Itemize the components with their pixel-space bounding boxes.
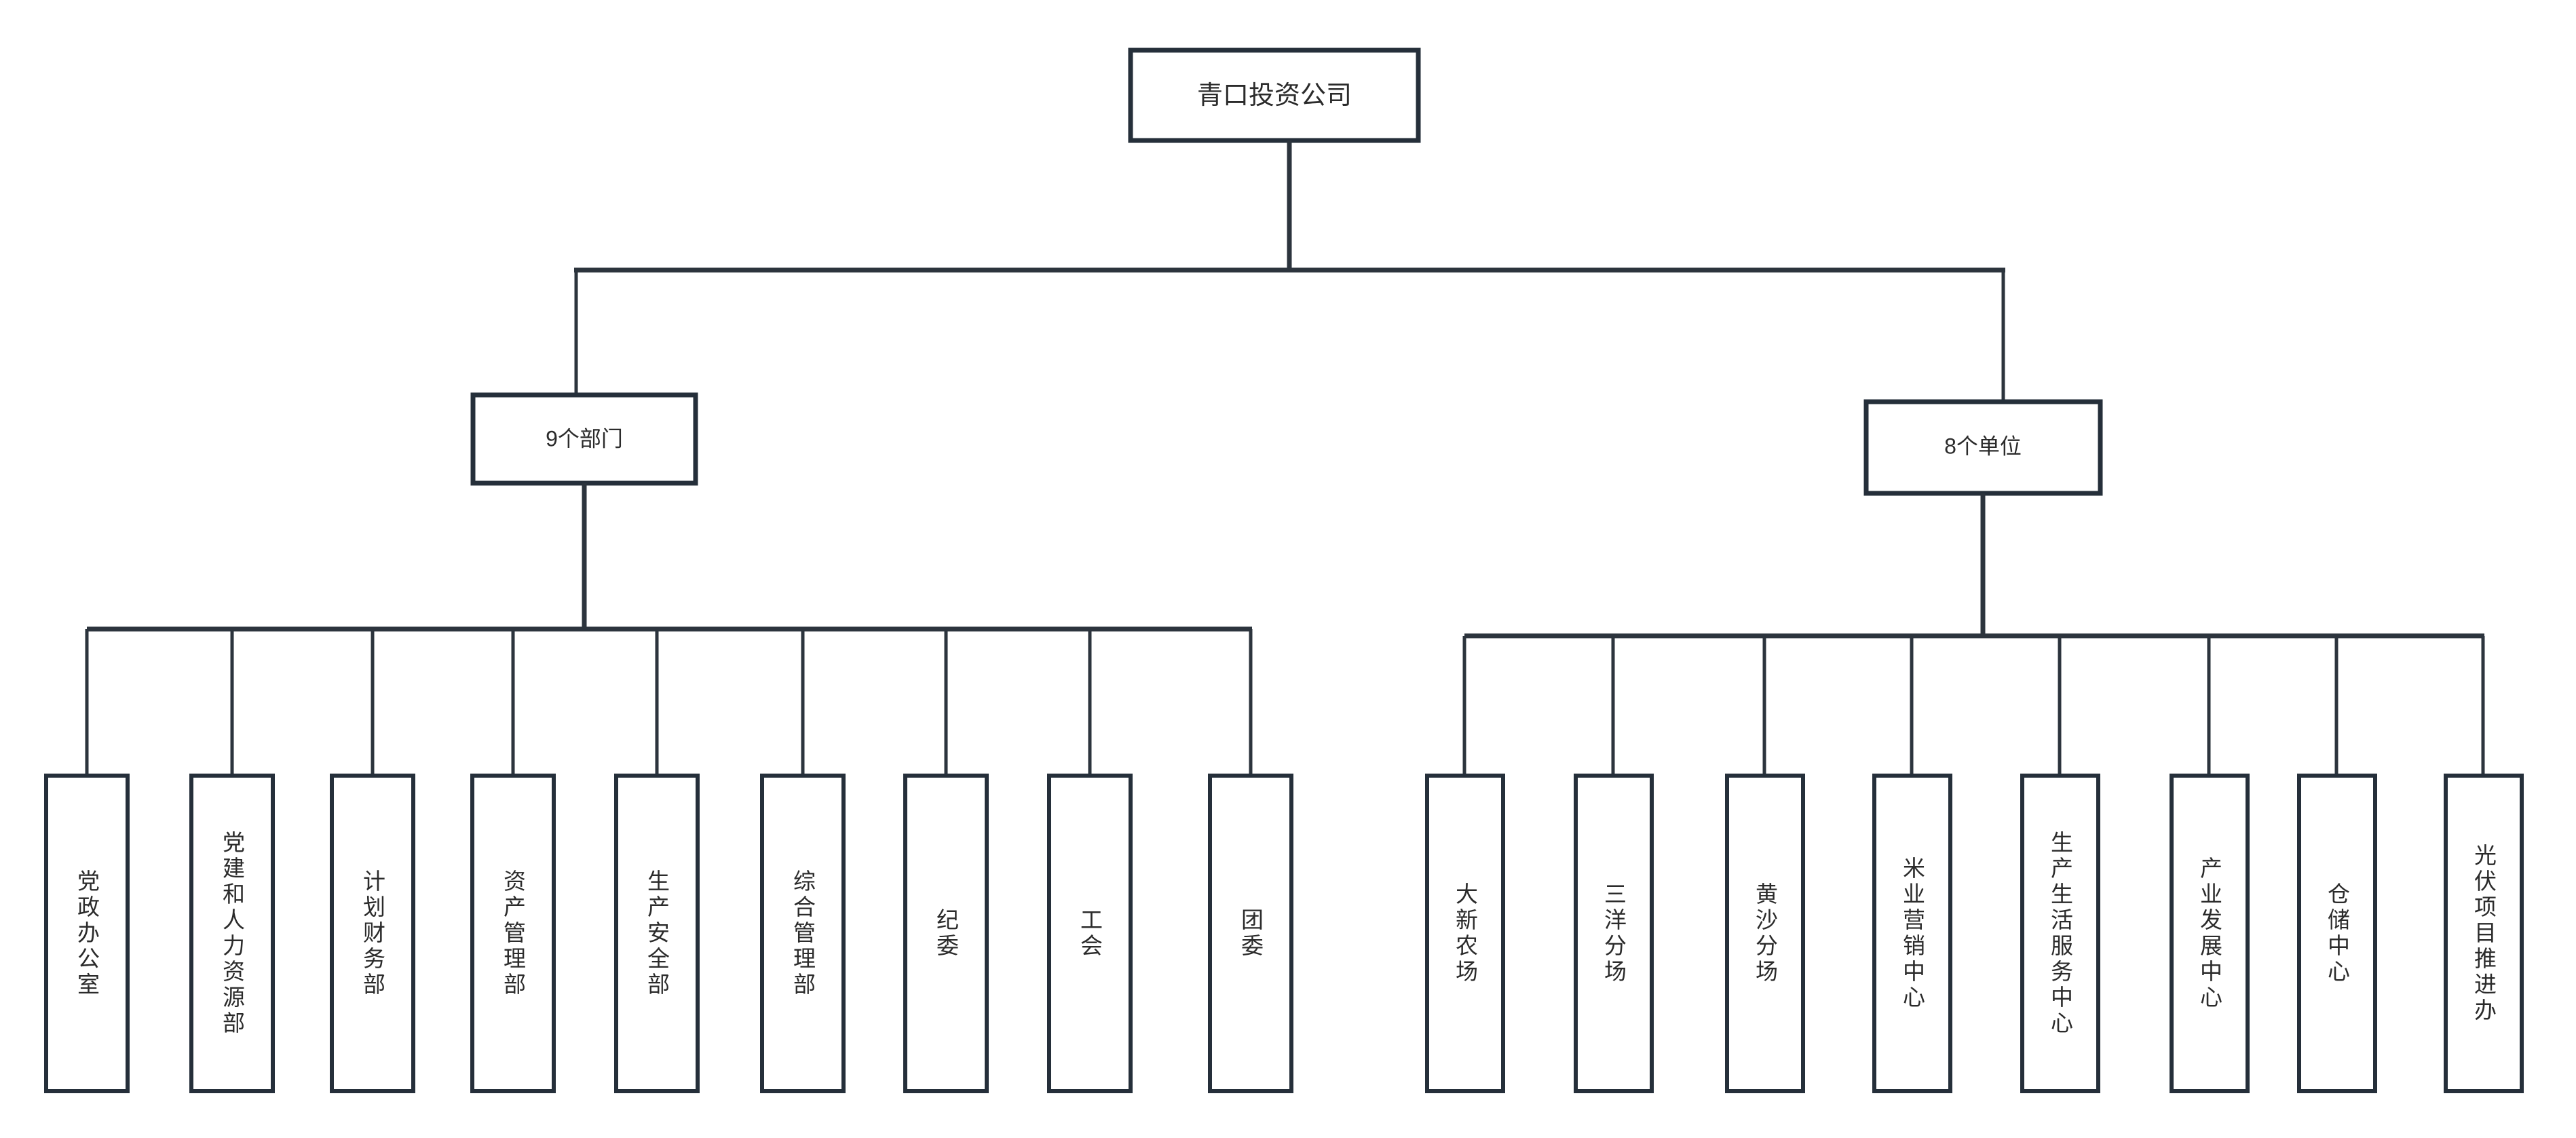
leaf-box-unit-8[interactable] — [2444, 774, 2524, 1093]
leaf-box-unit-3[interactable] — [1725, 774, 1805, 1093]
leaf-box-department-1[interactable] — [44, 774, 130, 1093]
root-node[interactable]: 青口投资公司 — [1128, 48, 1421, 143]
leaf-box-unit-4[interactable] — [1872, 774, 1952, 1093]
leaf-box-department-9[interactable] — [1208, 774, 1293, 1093]
branch-departments-label: 9个部门 — [546, 426, 623, 451]
leaf-box-unit-2[interactable] — [1574, 774, 1654, 1093]
leaf-box-unit-1[interactable] — [1425, 774, 1505, 1093]
branch-node-departments[interactable]: 9个部门 — [470, 392, 698, 486]
leaf-box-department-8[interactable] — [1047, 774, 1133, 1093]
leaf-box-department-2[interactable] — [189, 774, 275, 1093]
leaf-box-unit-7[interactable] — [2297, 774, 2377, 1093]
branch-node-units[interactable]: 8个单位 — [1863, 399, 2103, 496]
leaf-box-department-3[interactable] — [330, 774, 415, 1093]
branch-units-box[interactable] — [1863, 399, 2103, 496]
leaf-box-department-4[interactable] — [470, 774, 556, 1093]
leaf-box-department-7[interactable] — [903, 774, 989, 1093]
root-node-label: 青口投资公司 — [1197, 81, 1352, 110]
leaf-box-unit-5[interactable] — [2020, 774, 2100, 1093]
leaf-box-unit-6[interactable] — [2170, 774, 2250, 1093]
leaf-box-department-6[interactable] — [760, 774, 846, 1093]
leaf-box-department-5[interactable] — [614, 774, 700, 1093]
branch-units-label: 8个单位 — [1944, 434, 2022, 458]
root-node-box[interactable] — [1128, 48, 1421, 143]
